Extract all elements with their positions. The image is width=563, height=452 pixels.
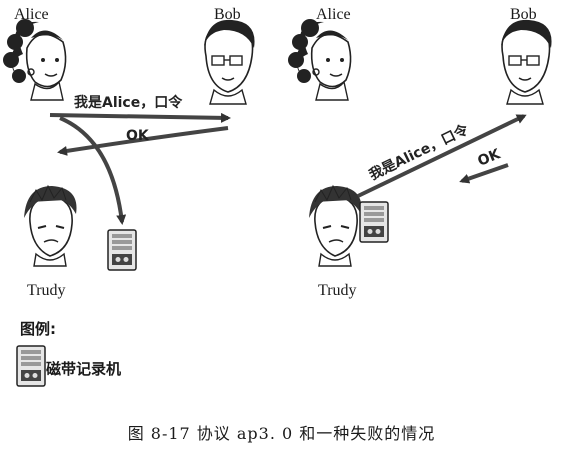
- tape-recorder-legend-icon: [16, 345, 46, 387]
- msg-to-bob-left: 我是Alice，口令: [74, 94, 183, 111]
- msg-ok-left: OK: [126, 128, 150, 144]
- trudy-right-label: Trudy: [318, 282, 357, 299]
- bob-left-label: Bob: [214, 6, 241, 23]
- alice-left-icon: [2, 18, 67, 101]
- bob-left-icon: [203, 19, 256, 105]
- tape-recorder-left-icon: [107, 229, 137, 271]
- arrow-eavesdrop-to-recorder: [59, 116, 127, 225]
- trudy-left-icon: [23, 185, 78, 267]
- bob-right-label: Bob: [510, 6, 537, 23]
- tape-recorder-right-icon: [359, 201, 389, 243]
- alice-right-label: Alice: [316, 6, 351, 23]
- legend-title: 图例:: [20, 320, 56, 338]
- msg-to-bob-right: 我是Alice，口令: [366, 120, 472, 183]
- arrow-ok-bob-to-alice: [57, 126, 229, 156]
- bob-right-icon: [500, 19, 553, 105]
- figure-caption: 图 8-17 协议 ap3. 0 和一种失败的情况: [127, 424, 436, 443]
- arrow-ok-bob-to-trudy: [459, 163, 509, 184]
- alice-right-icon: [287, 18, 352, 101]
- trudy-left-label: Trudy: [27, 282, 66, 299]
- alice-left-label: Alice: [14, 6, 49, 23]
- legend-item-label: 磁带记录机: [46, 360, 122, 378]
- arrow-alice-to-bob: [49, 112, 231, 123]
- trudy-right-icon: [308, 185, 363, 267]
- arrow-trudy-to-bob: [357, 114, 527, 198]
